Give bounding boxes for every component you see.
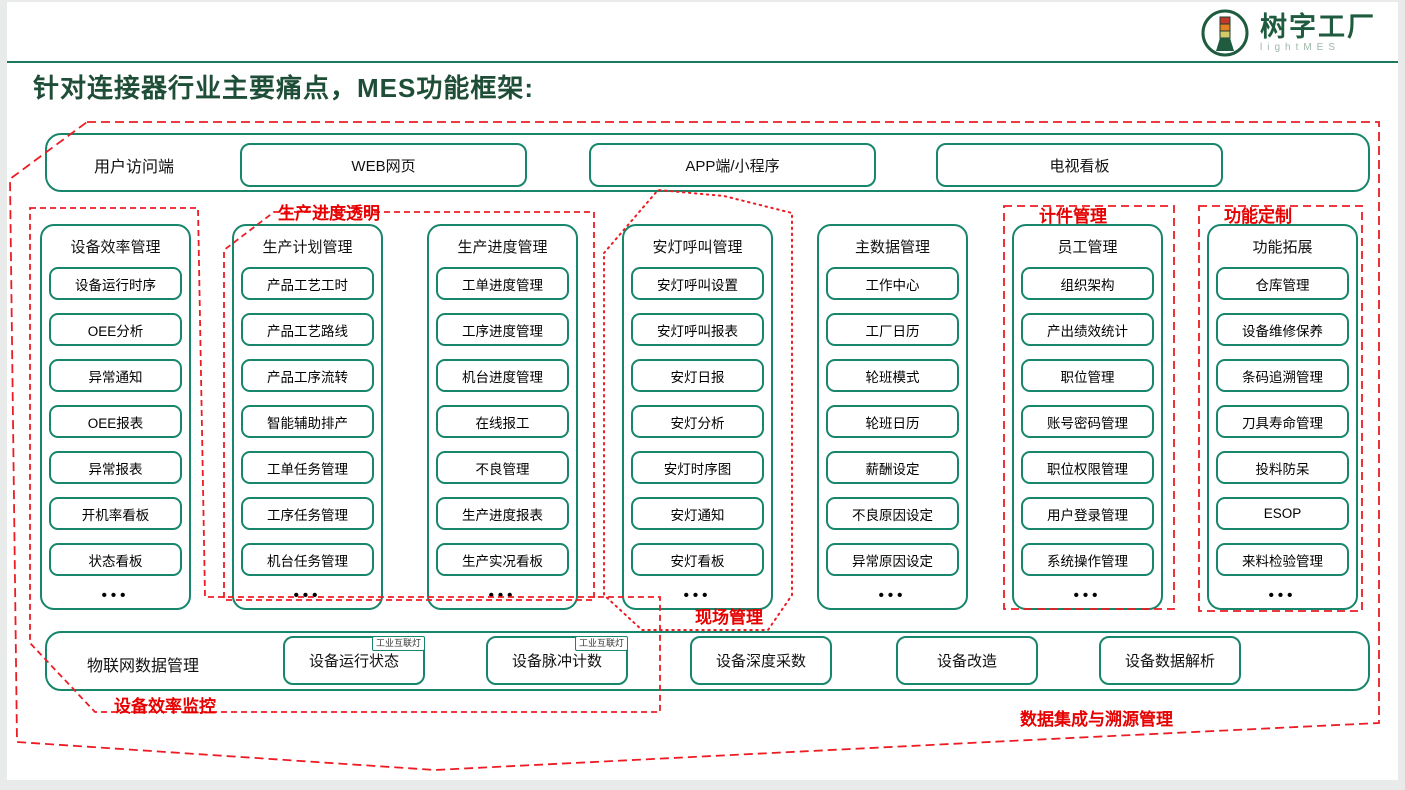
module-item: 投料防呆 [1216, 451, 1349, 484]
access-row-label: 用户访问端 [93, 159, 174, 176]
annotation-custom-function: 功能定制 [1224, 207, 1292, 226]
annotation-production-transparency: 生产进度透明 [278, 204, 380, 223]
module-item: 职位权限管理 [1021, 451, 1154, 484]
module-item: OEE报表 [49, 405, 182, 438]
iot-box-tag: 工业互联灯 [371, 636, 425, 651]
iot-box-5: 设备数据解析 [1099, 636, 1241, 685]
column-6: 员工管理组织架构产出绩效统计职位管理账号密码管理职位权限管理用户登录管理系统操作… [1012, 224, 1163, 610]
module-item: 薪酬设定 [826, 451, 959, 484]
annotation-site-management: 现场管理 [695, 608, 763, 627]
module-item: 安灯分析 [631, 405, 764, 438]
module-item: 仓库管理 [1216, 267, 1349, 300]
brand-subtitle: lightMES [1260, 42, 1341, 53]
column-ellipsis: ••• [1268, 587, 1297, 604]
module-item: 在线报工 [436, 405, 569, 438]
column-title: 功能拓展 [1252, 239, 1313, 256]
iot-box-4: 设备改造 [896, 636, 1038, 685]
module-item: 开机率看板 [49, 497, 182, 530]
column-ellipsis: ••• [488, 587, 517, 604]
module-item: 工单进度管理 [436, 267, 569, 300]
module-item: 工作中心 [826, 267, 959, 300]
module-item: 设备维修保养 [1216, 313, 1349, 346]
column-1: 设备效率管理设备运行时序 OEE分析异常通知 OEE报表异常报表开机率看板状态看板 •… [40, 224, 191, 610]
module-item: 账号密码管理 [1021, 405, 1154, 438]
column-7: 功能拓展仓库管理设备维修保养条码追溯管理刀具寿命管理投料防呆 ESOP 来料检验管理… [1207, 224, 1358, 610]
module-item: 异常原因设定 [826, 543, 959, 576]
module-item: 生产进度报表 [436, 497, 569, 530]
header-rule [7, 61, 1398, 63]
column-5: 主数据管理工作中心工厂日历轮班模式轮班日历薪酬设定不良原因设定异常原因设定 ••• [817, 224, 968, 610]
column-title: 安灯呼叫管理 [652, 239, 743, 256]
module-item: 安灯看板 [631, 543, 764, 576]
module-item: 不良管理 [436, 451, 569, 484]
module-item: OEE分析 [49, 313, 182, 346]
module-item: 生产实况看板 [436, 543, 569, 576]
module-item: 机台进度管理 [436, 359, 569, 392]
annotation-data-integration-trace: 数据集成与溯源管理 [1020, 710, 1173, 729]
column-title: 设备效率管理 [70, 239, 161, 256]
module-item: 安灯呼叫报表 [631, 313, 764, 346]
module-item: ESOP [1216, 497, 1349, 530]
iot-box-2: 设备脉冲计数工业互联灯 [486, 636, 628, 685]
column-title: 员工管理 [1057, 239, 1118, 256]
access-box-3: 电视看板 [936, 143, 1223, 187]
column-ellipsis: ••• [1073, 587, 1102, 604]
module-item: 状态看板 [49, 543, 182, 576]
module-item: 刀具寿命管理 [1216, 405, 1349, 438]
module-item: 异常报表 [49, 451, 182, 484]
iot-box-tag: 工业互联灯 [574, 636, 628, 651]
module-item: 产品工艺工时 [241, 267, 374, 300]
brand-text: 树字工厂 lightMES [1260, 13, 1376, 53]
column-title: 生产进度管理 [457, 239, 548, 256]
column-title: 生产计划管理 [262, 239, 353, 256]
module-item: 工序任务管理 [241, 497, 374, 530]
column-2: 生产计划管理产品工艺工时产品工艺路线产品工序流转智能辅助排产工单任务管理工序任务… [232, 224, 383, 610]
andon-light-icon [1201, 9, 1249, 57]
iot-row-label: 物联网数据管理 [87, 658, 200, 675]
column-ellipsis: ••• [878, 587, 907, 604]
annotation-device-efficiency-monitor: 设备效率监控 [114, 697, 216, 716]
module-item: 用户登录管理 [1021, 497, 1154, 530]
module-item: 安灯呼叫设置 [631, 267, 764, 300]
module-item: 安灯时序图 [631, 451, 764, 484]
brand-name: 树字工厂 [1260, 12, 1376, 42]
module-item: 工序进度管理 [436, 313, 569, 346]
module-item: 产出绩效统计 [1021, 313, 1154, 346]
column-ellipsis: ••• [101, 587, 130, 604]
module-item: 条码追溯管理 [1216, 359, 1349, 392]
access-box-1: WEB网页 [240, 143, 527, 187]
iot-box-1: 设备运行状态工业互联灯 [283, 636, 425, 685]
annotation-piecework: 计件管理 [1039, 207, 1107, 226]
module-item: 不良原因设定 [826, 497, 959, 530]
module-item: 工厂日历 [826, 313, 959, 346]
module-item: 设备运行时序 [49, 267, 182, 300]
module-item: 安灯日报 [631, 359, 764, 392]
slide: 树字工厂 lightMES 针对连接器行业主要痛点，MES功能框架: 用户访问端… [7, 2, 1398, 780]
module-item: 产品工艺路线 [241, 313, 374, 346]
module-item: 职位管理 [1021, 359, 1154, 392]
module-item: 工单任务管理 [241, 451, 374, 484]
module-item: 轮班模式 [826, 359, 959, 392]
module-item: 智能辅助排产 [241, 405, 374, 438]
column-4: 安灯呼叫管理安灯呼叫设置安灯呼叫报表安灯日报安灯分析安灯时序图安灯通知安灯看板 •… [622, 224, 773, 610]
column-3: 生产进度管理工单进度管理工序进度管理机台进度管理在线报工不良管理生产进度报表生产… [427, 224, 578, 610]
access-box-2: APP端/小程序 [589, 143, 876, 187]
brand-logo: 树字工厂 lightMES [1200, 8, 1376, 58]
module-item: 来料检验管理 [1216, 543, 1349, 576]
module-item: 组织架构 [1021, 267, 1154, 300]
module-item: 系统操作管理 [1021, 543, 1154, 576]
iot-box-3: 设备深度采数 [690, 636, 832, 685]
module-item: 产品工序流转 [241, 359, 374, 392]
module-item: 安灯通知 [631, 497, 764, 530]
module-item: 机台任务管理 [241, 543, 374, 576]
column-title: 主数据管理 [854, 239, 930, 256]
module-item: 轮班日历 [826, 405, 959, 438]
column-ellipsis: ••• [293, 587, 322, 604]
column-ellipsis: ••• [683, 587, 712, 604]
page-title: 针对连接器行业主要痛点，MES功能框架: [33, 73, 535, 103]
module-item: 异常通知 [49, 359, 182, 392]
